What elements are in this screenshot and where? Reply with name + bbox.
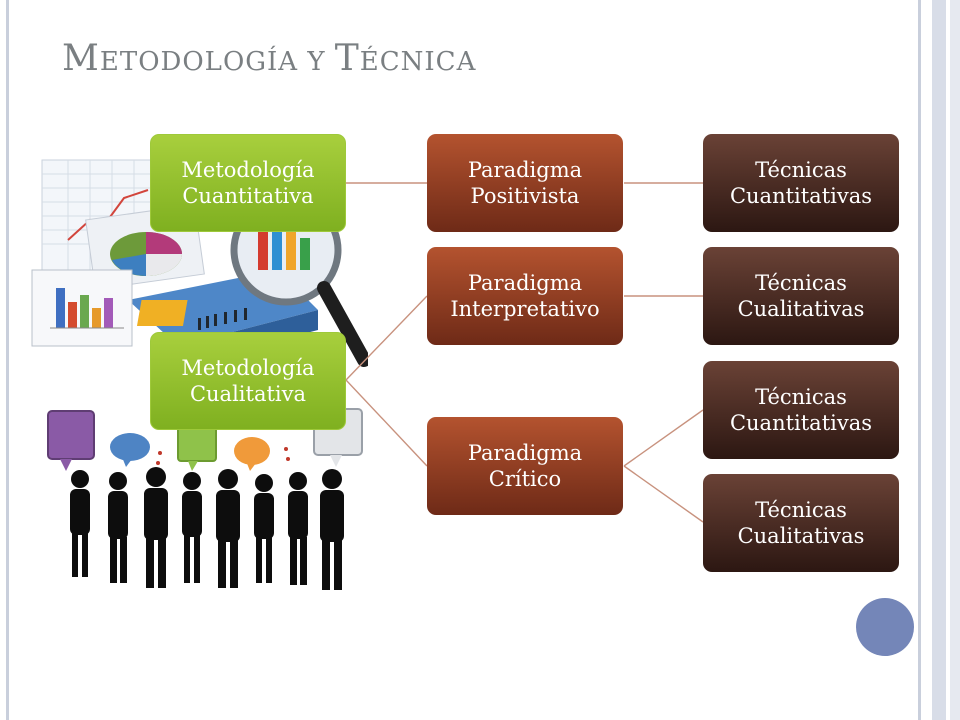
charts-illustration <box>31 159 368 367</box>
node-metodologia-cuantitativa: Metodología Cuantitativa <box>150 134 346 232</box>
node-paradigma-critico: Paradigma Crítico <box>427 417 623 515</box>
node-metodologia-cualitativa: Metodología Cualitativa <box>150 332 346 430</box>
people-illustration <box>47 408 363 590</box>
node-tecnicas-cualitativas: Técnicas Cualitativas <box>703 247 899 345</box>
slide-frame-right-band <box>932 0 946 720</box>
slide-frame-left <box>6 0 9 720</box>
accent-circle <box>856 598 914 656</box>
node-tecnicas-cuantitativas: Técnicas Cuantitativas <box>703 134 899 232</box>
node-paradigma-positivista: Paradigma Positivista <box>427 134 623 232</box>
page-title: METODOLOGÍA Y TÉCNICA <box>62 38 477 79</box>
slide-frame-right <box>918 0 921 720</box>
node-paradigma-interpretativo: Paradigma Interpretativo <box>427 247 623 345</box>
node-tecnicas-cualitativas-critico: Técnicas Cualitativas <box>703 474 899 572</box>
slide-frame-right-edge <box>950 0 960 720</box>
node-tecnicas-cuantitativas-critico: Técnicas Cuantitativas <box>703 361 899 459</box>
